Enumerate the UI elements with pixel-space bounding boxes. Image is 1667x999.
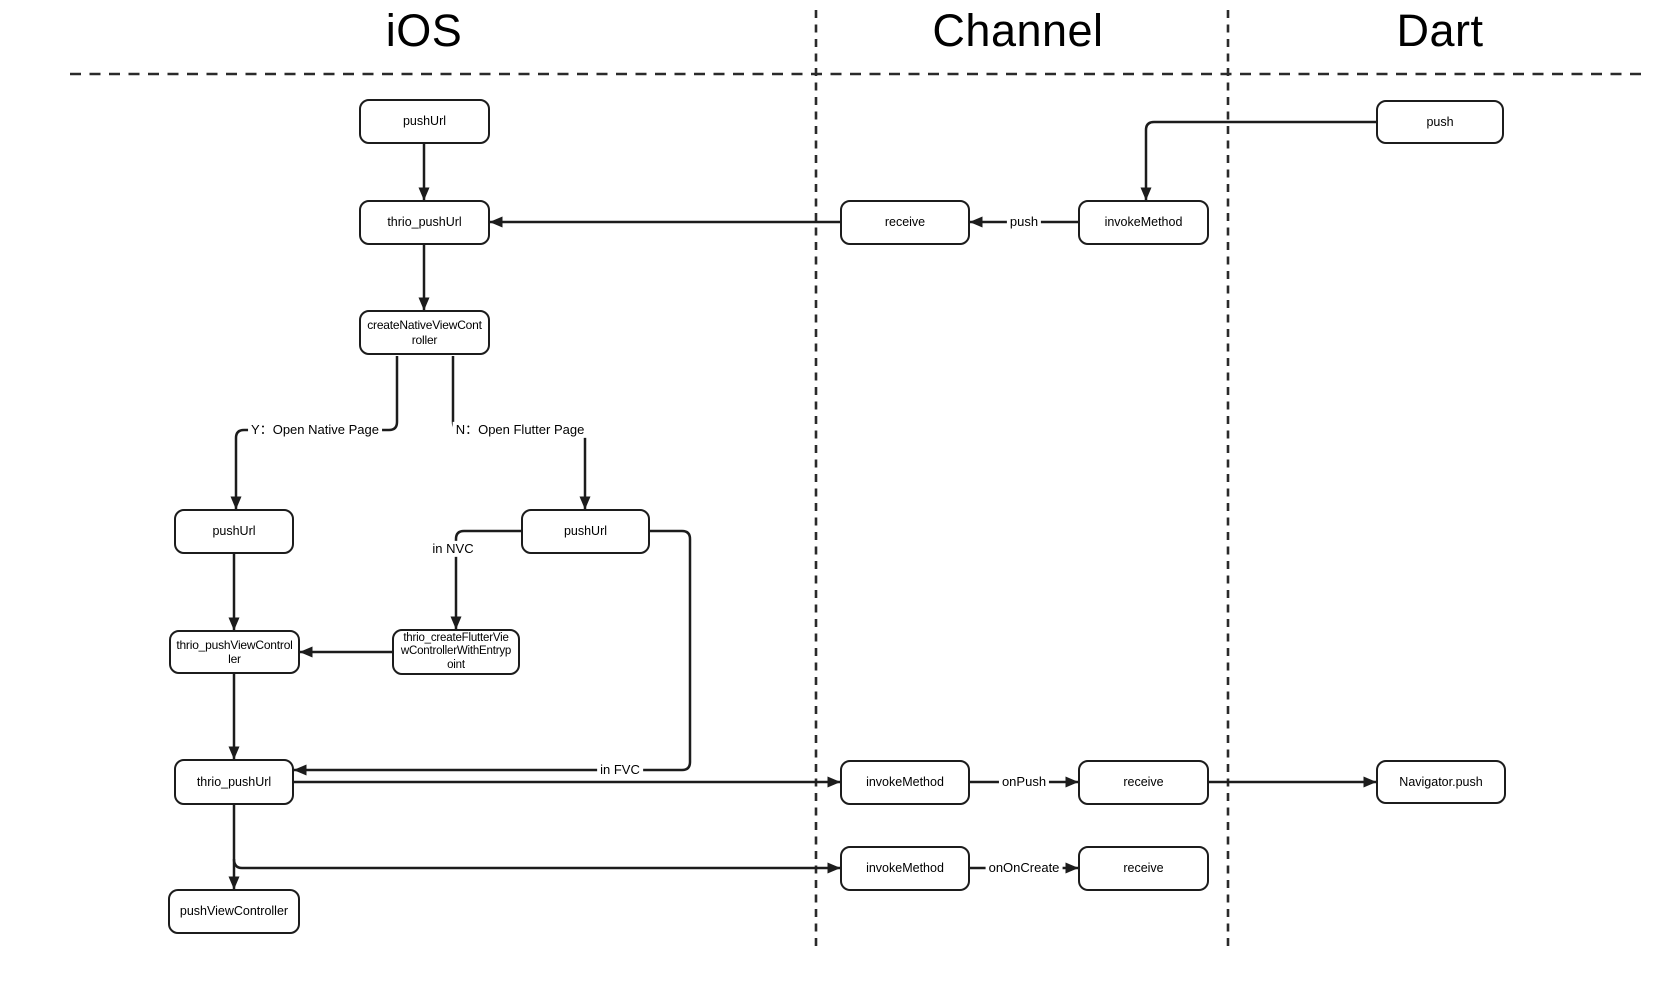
- node-invoke-method-3: invokeMethod: [840, 846, 970, 891]
- lane-header-dart: Dart: [1396, 5, 1484, 56]
- lane-header-channel: Channel: [932, 5, 1104, 56]
- edge-in-nvc: [450, 529, 521, 630]
- node-receive-2: receive: [1078, 760, 1209, 805]
- node-push: push: [1376, 100, 1504, 144]
- edge-label-on-on-create: onOnCreate: [985, 859, 1063, 877]
- node-push-url-native: pushUrl: [174, 509, 294, 554]
- node-thrio-create-flutter-vc: thrio_createFlutterVie wControllerWithEn…: [392, 629, 520, 675]
- edge-label-in-fvc: in FVC: [597, 761, 643, 779]
- node-push-view-controller: pushViewController: [168, 889, 300, 934]
- node-thrio-push-url-1: thrio_pushUrl: [359, 200, 490, 245]
- lane-header-ios: iOS: [385, 5, 463, 56]
- edge-push-to-invokemethod: [1140, 120, 1376, 201]
- node-navigator-push: Navigator.push: [1376, 760, 1506, 804]
- edge-label-in-nvc: in NVC: [429, 540, 477, 558]
- edge-thriopushurl2-to-invokemethod-ononcreate: [232, 858, 841, 874]
- edge-label-on-push: onPush: [998, 773, 1050, 791]
- node-invoke-method-1: invokeMethod: [1078, 200, 1209, 245]
- edge-label-y-open-native-page: Y：Open Native Page: [248, 421, 382, 439]
- node-thrio-push-url-2: thrio_pushUrl: [174, 759, 294, 805]
- edge-label-push: push: [1006, 213, 1042, 231]
- node-push-url-1: pushUrl: [359, 99, 490, 144]
- node-receive-1: receive: [840, 200, 970, 245]
- node-thrio-push-view-controller: thrio_pushViewControl ler: [169, 630, 300, 674]
- node-create-native-view-controller: createNativeViewCont roller: [359, 310, 490, 355]
- edge-label-n-open-flutter-page: N：Open Flutter Page: [452, 421, 588, 439]
- node-receive-3: receive: [1078, 846, 1209, 891]
- node-invoke-method-2: invokeMethod: [840, 760, 970, 805]
- edge-in-fvc: [293, 529, 692, 776]
- node-push-url-flutter: pushUrl: [521, 509, 650, 554]
